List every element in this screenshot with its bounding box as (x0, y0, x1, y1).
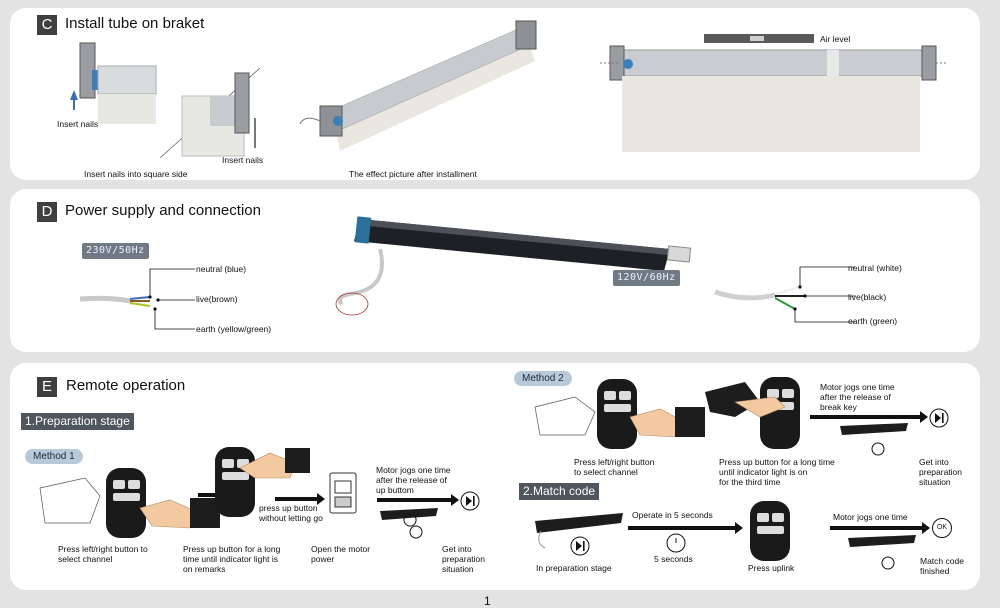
bracket-insert-illustration-1 (70, 42, 157, 124)
m1-arrow-2 (275, 493, 325, 505)
m1-power-socket-icon (329, 472, 357, 514)
mc-motor-illustration (535, 513, 623, 549)
wire-neutral-white: neutral (white) (848, 263, 902, 273)
m2-step1-label: Press left/right button to select channe… (574, 457, 655, 477)
section-d-title: Power supply and connection (65, 202, 261, 219)
m2-jogs-label: Motor jogs one time after the release of… (820, 382, 895, 412)
mc-press-uplink-label: Press uplink (748, 563, 795, 573)
mc-remote-illustration (750, 501, 790, 561)
motor-tube-illustration (335, 216, 692, 316)
air-level-tube-illustration (600, 34, 948, 152)
m2-play-pause-icon (929, 408, 949, 428)
m2-remote-press-illustration (705, 377, 800, 449)
m2-step2-label: Press up button for a long time until in… (719, 457, 835, 487)
method-2-label: Method 2 (514, 371, 572, 386)
m1-remote-select-illustration (39, 468, 220, 538)
match-code-label: 2.Match code (519, 483, 600, 500)
mc-ok-text: OK (936, 524, 948, 531)
mc-ok-icon: OK (932, 518, 952, 538)
wire-neutral-blue: neutral (blue) (196, 264, 247, 274)
bracket-insert-illustration-2 (181, 72, 256, 157)
mc-arrow-1 (628, 522, 743, 534)
wiring-left-illustration (79, 268, 195, 330)
section-e-letter: E (37, 377, 57, 397)
m2-remote-select-illustration (534, 379, 705, 449)
air-level-label: Air level (820, 34, 851, 44)
m1-step2-label: Press up button for a long time until in… (183, 544, 281, 574)
m2-get-into-label: Get into preparation situation (919, 457, 963, 487)
wire-live-black: live(black) (848, 292, 887, 302)
section-c-panel: C Install tube on braket Insert nails In… (10, 8, 980, 180)
mc-arrow-2 (830, 522, 930, 534)
wire-earth-green: earth (green) (848, 316, 898, 326)
section-d-letter: D (37, 202, 57, 222)
wire-earth-yellow-green: earth (yellow/green) (196, 324, 272, 334)
mc-timer-icon (666, 533, 686, 553)
mc-prep-label: In preparation stage (536, 563, 612, 573)
mc-finished-label: Match code finished (920, 556, 964, 576)
m1-get-into-label: Get into preparation situation (442, 544, 486, 574)
mc-jogs-label: Motor jogs one time (833, 512, 908, 522)
m1-motor-jog-illustration (380, 508, 438, 539)
wiring-right-illustration (714, 266, 855, 323)
m1-jogs-label: Motor jogs one time after the release of… (376, 465, 451, 495)
page-number: 1 (484, 594, 491, 608)
m2-arrow (810, 411, 928, 423)
m1-play-pause-icon (460, 491, 480, 511)
section-e-title: Remote operation (66, 377, 186, 394)
m1-step1-label: Press left/right button to select channe… (58, 544, 148, 564)
mc-5sec-label: 5 seconds (654, 554, 693, 564)
m1-remote-press-up-illustration (215, 447, 310, 517)
m1-open-power-label: Open the motor power (311, 544, 371, 564)
m2-motor-jog-illustration (840, 423, 908, 456)
wire-live-brown: live(brown) (196, 294, 238, 304)
insert-nails-label-2: Insert nails (222, 155, 264, 165)
effect-picture-label: The effect picture after installment (349, 169, 477, 179)
mc-operate-label: Operate in 5 seconds (632, 510, 713, 520)
section-c-title: Install tube on braket (65, 15, 205, 32)
section-c-letter: C (37, 15, 57, 35)
insert-nails-label-1: Insert nails (57, 119, 99, 129)
m1-arrow-3 (377, 494, 459, 506)
method-1-label: Method 1 (25, 449, 83, 464)
insert-nails-square-label: Insert nails into square side (84, 169, 188, 179)
section-e-panel: E Remote operation 1.Preparation stage M… (10, 363, 980, 590)
tube-installed-illustration (299, 20, 537, 151)
voltage-tag-230: 230V/50Hz (82, 243, 149, 259)
voltage-tag-120: 120V/60Hz (613, 270, 680, 286)
preparation-stage-label: 1.Preparation stage (21, 413, 134, 430)
mc-play-pause-icon (570, 536, 590, 556)
m1-press-up-label: press up button without letting go (259, 503, 323, 523)
mc-motor-jog-illustration (848, 535, 916, 570)
section-d-panel: D Power supply and connection 230V/50Hz … (10, 189, 980, 352)
